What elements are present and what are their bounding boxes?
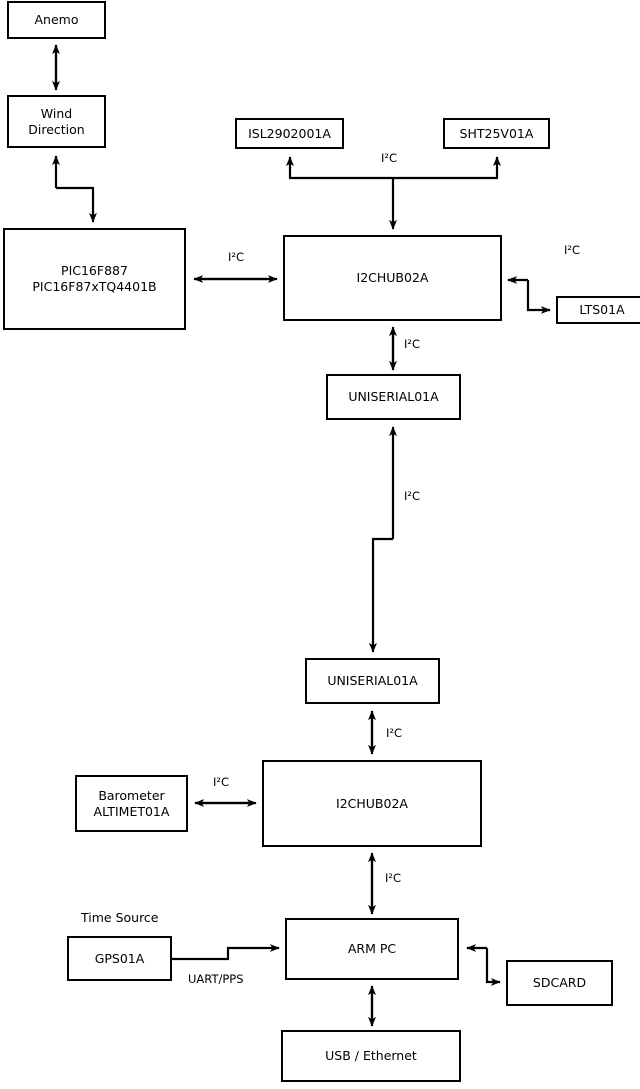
edge-label-i2c-uniserial-hub-bottom: I²C [386, 726, 403, 740]
node-uniserial01a-top-label: UNISERIAL01A [348, 389, 439, 404]
edge-label-i2c-hub-lts: I²C [564, 243, 581, 257]
wire-lts-elbow-in [526, 280, 551, 314]
label-time-source: Time Source [81, 910, 159, 925]
node-wind-direction-label-line1: Wind [40, 105, 73, 121]
edge-label-i2c-pic-hub: I²C [228, 250, 245, 264]
node-i2chub02a-top-label: I2CHUB02A [356, 270, 429, 285]
node-arm-pc[interactable]: ARM PC [285, 918, 459, 980]
node-usb-ethernet[interactable]: USB / Ethernet [281, 1030, 461, 1082]
node-gps01a[interactable]: GPS01A [67, 936, 172, 981]
node-isl2902001a-label: ISL2902001A [248, 125, 331, 141]
node-arm-pc-label: ARM PC [347, 941, 397, 956]
node-gps01a-label: GPS01A [94, 950, 145, 966]
node-pic-mcu-label-line1: PIC16F887 [61, 263, 128, 278]
node-barometer-label-line2: ALTIMET01A [93, 803, 170, 819]
wire-uniserial-link-down [369, 537, 393, 653]
node-uniserial01a-bottom[interactable]: UNISERIAL01A [305, 658, 440, 704]
node-wind-direction[interactable]: Wind Direction [7, 95, 106, 148]
node-pic-mcu[interactable]: PIC16F887 PIC16F87xTQ4401B [3, 228, 186, 330]
node-i2chub02a-bottom-label: I2CHUB02A [336, 795, 408, 811]
node-anemo[interactable]: Anemo [7, 1, 106, 39]
edge-label-i2c-baro-hub: I²C [213, 775, 230, 789]
edge-label-i2c-top-bus: I²C [381, 151, 398, 165]
edge-label-i2c-hub-uniserial: I²C [404, 337, 421, 351]
node-uniserial01a-top[interactable]: UNISERIAL01A [326, 374, 461, 420]
node-uniserial01a-bottom-label: UNISERIAL01A [327, 673, 418, 688]
node-i2chub02a-bottom[interactable]: I2CHUB02A [262, 760, 482, 847]
node-barometer-label-line1: Barometer [98, 787, 165, 803]
node-isl2902001a[interactable]: ISL2902001A [235, 118, 344, 149]
edge-label-i2c-uniserial-link: I²C [404, 489, 421, 503]
node-sdcard[interactable]: SDCARD [506, 960, 613, 1006]
node-sdcard-label: SDCARD [532, 975, 587, 990]
node-pic-mcu-label-line2: PIC16F87xTQ4401B [32, 279, 157, 294]
wire-armpc-to-sdcard [485, 948, 501, 986]
wire-gps-to-armpc [172, 944, 280, 961]
node-lts01a-label: LTS01A [579, 302, 625, 317]
edge-label-i2c-hub-armpc: I²C [385, 871, 402, 885]
node-usb-ethernet-label: USB / Ethernet [325, 1048, 417, 1063]
node-i2chub02a-top[interactable]: I2CHUB02A [283, 235, 502, 321]
node-anemo-label: Anemo [34, 12, 79, 27]
node-lts01a[interactable]: LTS01A [556, 296, 640, 324]
wire-pic-to-wind-elbow [56, 186, 97, 223]
node-barometer-altimet01a[interactable]: Barometer ALTIMET01A [75, 775, 188, 832]
node-sht25v01a-label: SHT25V01A [459, 125, 534, 141]
edge-label-uart-pps: UART/PPS [188, 972, 244, 986]
node-sht25v01a[interactable]: SHT25V01A [443, 118, 550, 149]
node-wind-direction-label-line2: Direction [28, 121, 85, 137]
